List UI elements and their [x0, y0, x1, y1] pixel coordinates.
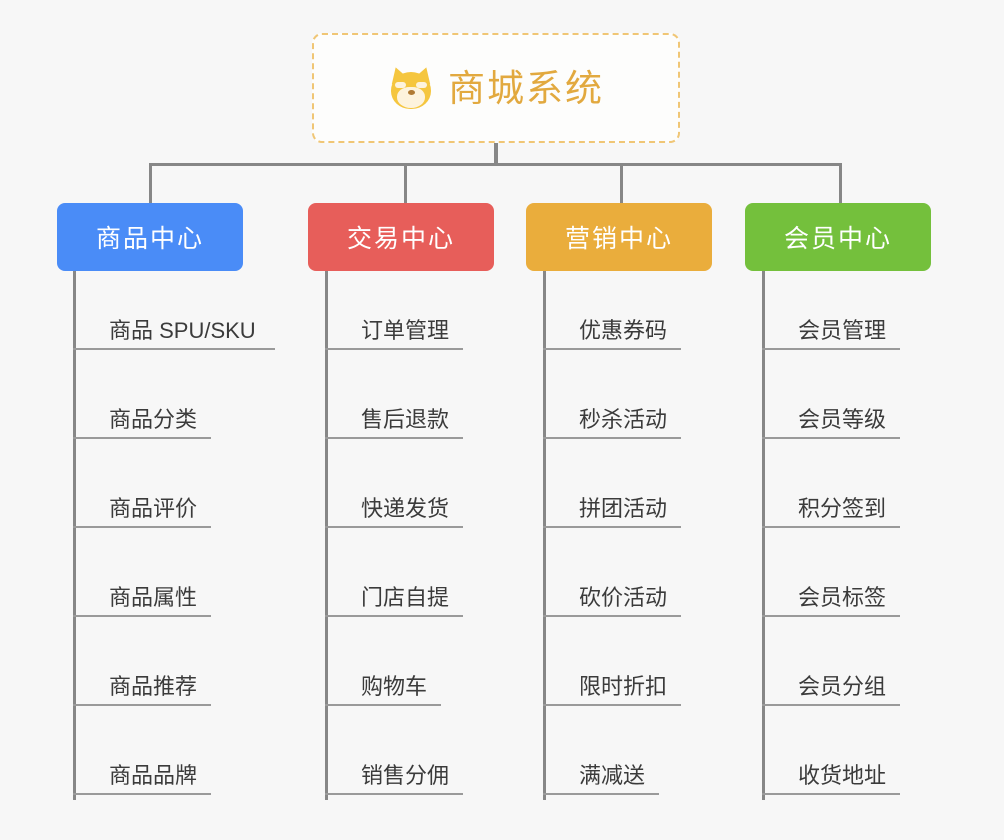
leaf-item-underline	[543, 526, 681, 529]
leaf-item[interactable]: 售后退款	[325, 407, 463, 440]
leaf-item-label: 商品品牌	[109, 763, 198, 788]
leaf-item-label: 拼团活动	[579, 496, 668, 521]
leaf-item-underline	[325, 615, 463, 618]
leaf-item-label: 商品分类	[109, 407, 198, 432]
category-header-member-center[interactable]: 会员中心	[745, 203, 931, 271]
leaf-item-label: 积分签到	[798, 496, 887, 521]
leaf-item-underline	[543, 348, 681, 351]
leaf-item-underline	[762, 793, 900, 796]
leaf-item[interactable]: 商品评价	[73, 496, 211, 529]
leaf-item-underline	[543, 793, 659, 796]
leaf-item[interactable]: 商品属性	[73, 585, 211, 618]
leaf-item-label: 优惠券码	[579, 318, 668, 343]
leaf-item-underline	[762, 437, 900, 440]
category-header-trade-center[interactable]: 交易中心	[308, 203, 494, 271]
leaf-item[interactable]: 秒杀活动	[543, 407, 681, 440]
leaf-item-label: 砍价活动	[579, 585, 668, 610]
leaf-item-label: 收货地址	[798, 763, 887, 788]
leaf-item-underline	[543, 437, 681, 440]
leaf-item-underline	[762, 615, 900, 618]
leaf-item-label: 限时折扣	[579, 674, 668, 699]
connector-root-stem	[494, 143, 498, 165]
leaf-item-underline	[325, 704, 441, 707]
leaf-item-label: 秒杀活动	[579, 407, 668, 432]
leaf-item[interactable]: 满减送	[543, 763, 659, 796]
root-node[interactable]: 商城系统	[312, 33, 680, 143]
leaf-item-label: 商品 SPU/SKU	[109, 318, 256, 343]
leaf-item[interactable]: 会员等级	[762, 407, 900, 440]
leaf-item[interactable]: 会员标签	[762, 585, 900, 618]
leaf-item-label: 会员标签	[798, 585, 887, 610]
leaf-item[interactable]: 购物车	[325, 674, 441, 707]
leaf-item-label: 订单管理	[361, 318, 450, 343]
leaf-item-underline	[73, 437, 211, 440]
branch-trunk-member-center	[762, 271, 765, 800]
leaf-item-label: 商品评价	[109, 496, 198, 521]
leaf-item-underline	[762, 526, 900, 529]
leaf-item[interactable]: 订单管理	[325, 318, 463, 351]
leaf-item[interactable]: 收货地址	[762, 763, 900, 796]
category-header-label: 交易中心	[346, 225, 455, 253]
leaf-item[interactable]: 销售分佣	[325, 763, 463, 796]
leaf-item-label: 门店自提	[361, 585, 450, 610]
root-title: 商城系统	[448, 67, 604, 109]
leaf-item[interactable]: 门店自提	[325, 585, 463, 618]
leaf-item-label: 满减送	[579, 763, 646, 788]
category-header-marketing-center[interactable]: 营销中心	[526, 203, 712, 271]
connector-bus	[149, 163, 842, 166]
category-header-label: 商品中心	[95, 225, 204, 253]
leaf-item[interactable]: 商品品牌	[73, 763, 211, 796]
leaf-item-label: 商品属性	[109, 585, 198, 610]
leaf-item-label: 会员管理	[798, 318, 887, 343]
leaf-item[interactable]: 限时折扣	[543, 674, 681, 707]
leaf-item[interactable]: 优惠券码	[543, 318, 681, 351]
branch-trunk-product-center	[73, 271, 76, 800]
shiba-dog-icon	[387, 64, 435, 110]
leaf-item-underline	[73, 615, 211, 618]
leaf-item-underline	[762, 348, 900, 351]
leaf-item[interactable]: 积分签到	[762, 496, 900, 529]
leaf-item-underline	[762, 704, 900, 707]
leaf-item-underline	[543, 615, 681, 618]
connector-drop-1	[149, 163, 152, 205]
category-header-label: 营销中心	[564, 225, 673, 253]
leaf-item-label: 会员分组	[798, 674, 887, 699]
leaf-item-underline	[73, 793, 211, 796]
leaf-item[interactable]: 会员管理	[762, 318, 900, 351]
leaf-item[interactable]: 拼团活动	[543, 496, 681, 529]
leaf-item-underline	[325, 793, 463, 796]
leaf-item-label: 会员等级	[798, 407, 887, 432]
leaf-item-underline	[73, 704, 211, 707]
leaf-item-underline	[325, 526, 463, 529]
leaf-item-underline	[73, 526, 211, 529]
connector-drop-2	[404, 163, 407, 205]
leaf-item[interactable]: 商品 SPU/SKU	[73, 318, 275, 351]
leaf-item-label: 商品推荐	[109, 674, 198, 699]
category-header-product-center[interactable]: 商品中心	[57, 203, 243, 271]
leaf-item-label: 购物车	[361, 674, 428, 699]
leaf-item[interactable]: 快递发货	[325, 496, 463, 529]
leaf-item[interactable]: 会员分组	[762, 674, 900, 707]
connector-drop-3	[620, 163, 623, 205]
leaf-item-underline	[325, 348, 463, 351]
category-header-label: 会员中心	[783, 225, 892, 253]
branch-trunk-trade-center	[325, 271, 328, 800]
connector-drop-4	[839, 163, 842, 205]
leaf-item-label: 销售分佣	[361, 763, 450, 788]
leaf-item-underline	[73, 348, 275, 351]
leaf-item[interactable]: 商品推荐	[73, 674, 211, 707]
leaf-item-label: 快递发货	[361, 496, 450, 521]
leaf-item[interactable]: 砍价活动	[543, 585, 681, 618]
branch-trunk-marketing-center	[543, 271, 546, 800]
leaf-item-underline	[543, 704, 681, 707]
leaf-item[interactable]: 商品分类	[73, 407, 211, 440]
leaf-item-label: 售后退款	[361, 407, 450, 432]
leaf-item-underline	[325, 437, 463, 440]
